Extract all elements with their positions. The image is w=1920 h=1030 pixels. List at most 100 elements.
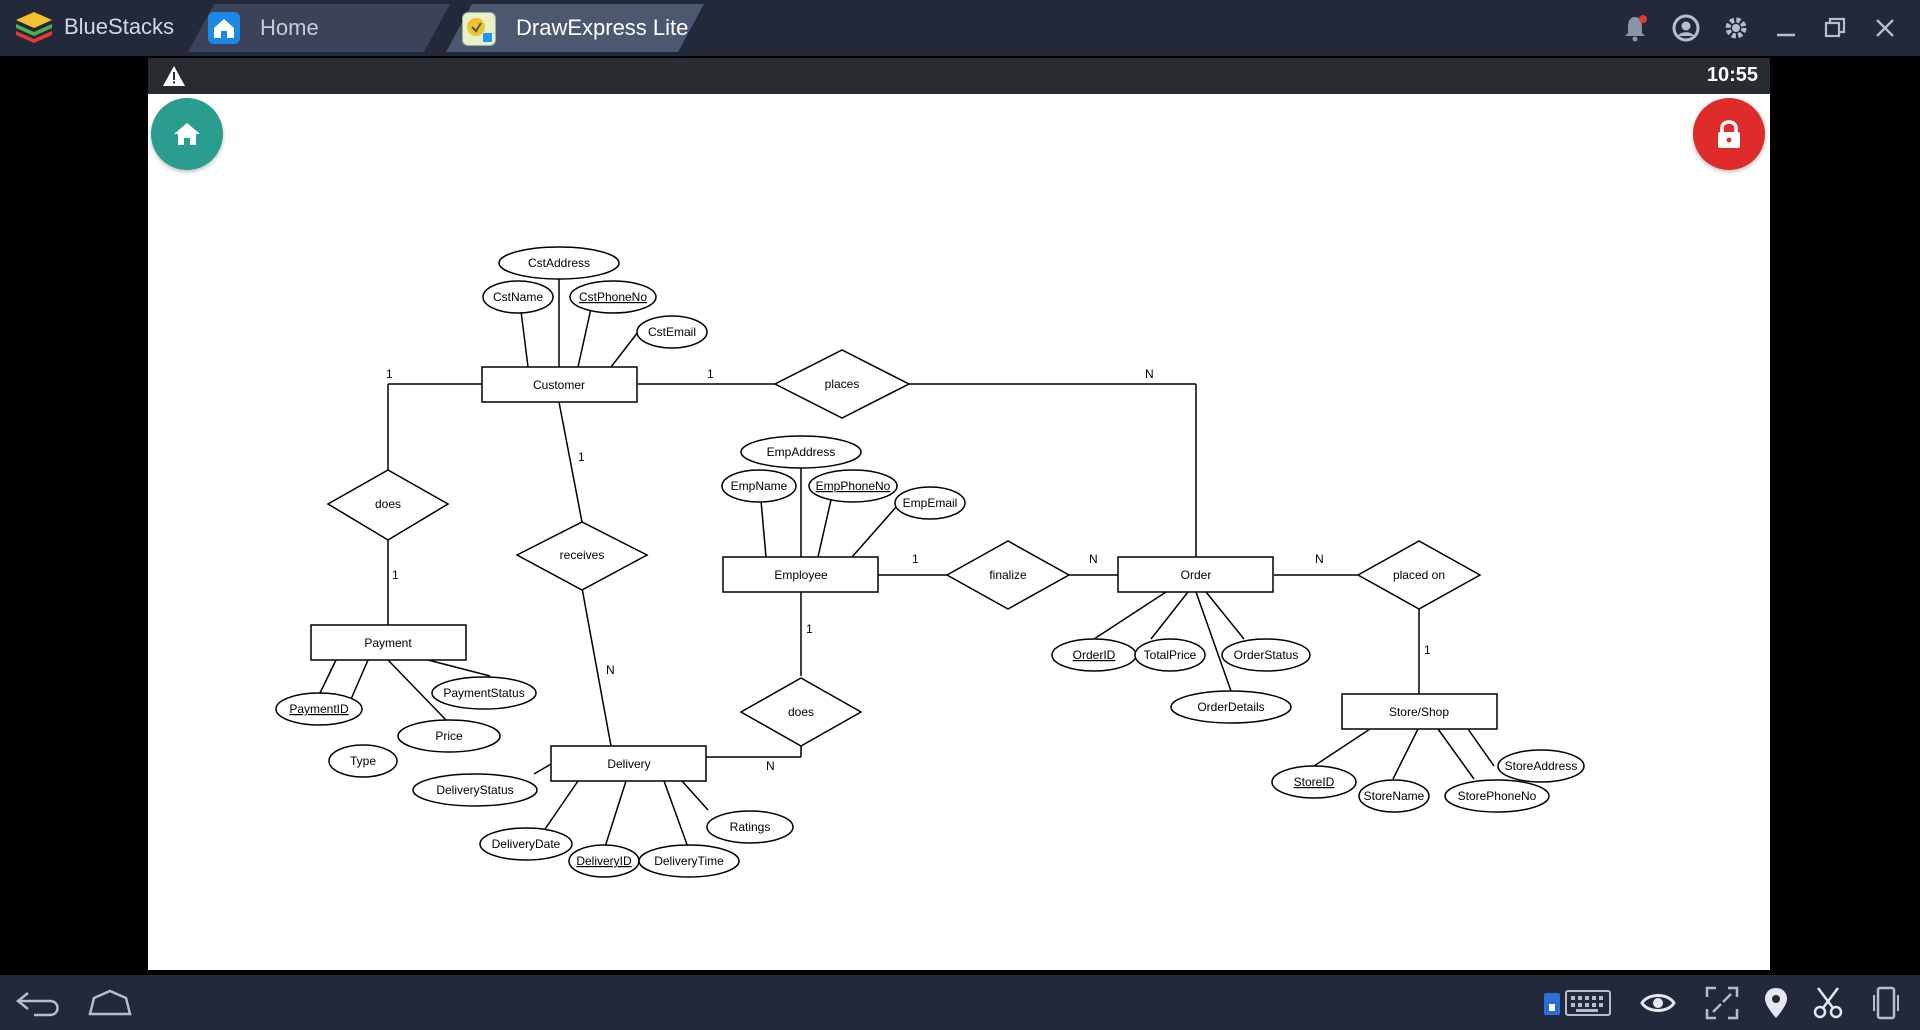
attribute-empemail[interactable]: EmpEmail xyxy=(894,486,966,520)
entity-payment[interactable]: Payment xyxy=(310,624,467,661)
attribute-empname[interactable]: EmpName xyxy=(721,469,797,503)
svg-text:StoreID: StoreID xyxy=(1294,775,1335,789)
entity-employee[interactable]: Employee xyxy=(722,556,879,593)
scissors-icon xyxy=(1813,987,1843,1019)
svg-text:StoreName: StoreName xyxy=(1364,789,1425,803)
phone-rotate-icon xyxy=(1873,986,1899,1020)
entity-customer[interactable]: Customer xyxy=(481,366,638,403)
relationship-does-payment[interactable]: does xyxy=(326,469,450,541)
attribute-paymentid[interactable]: PaymentID xyxy=(275,692,363,726)
entity-order[interactable]: Order xyxy=(1117,556,1274,593)
relationship-places[interactable]: places xyxy=(773,349,911,419)
svg-text:CstName: CstName xyxy=(493,290,543,304)
svg-text:DeliveryDate: DeliveryDate xyxy=(492,837,561,851)
attribute-price[interactable]: Price xyxy=(397,719,501,753)
fullscreen-button[interactable] xyxy=(1700,983,1744,1023)
attribute-cstname[interactable]: CstName xyxy=(482,280,554,314)
cardinality-label: N xyxy=(1315,552,1324,566)
notifications-button[interactable] xyxy=(1617,10,1653,46)
app-brand-name: BlueStacks xyxy=(64,14,175,39)
lock-fab-button[interactable] xyxy=(1693,98,1765,170)
tab-home-label: Home xyxy=(260,15,319,40)
svg-text:Store/Shop: Store/Shop xyxy=(1389,705,1449,719)
entity-store-shop[interactable]: Store/Shop xyxy=(1341,693,1498,730)
android-home-icon xyxy=(88,989,132,1016)
attribute-empphoneno[interactable]: EmpPhoneNo xyxy=(808,469,898,503)
attribute-storeaddress[interactable]: StoreAddress xyxy=(1497,749,1585,783)
close-icon xyxy=(1876,19,1894,37)
svg-text:DeliveryID: DeliveryID xyxy=(576,854,632,868)
attribute-orderid[interactable]: OrderID xyxy=(1051,638,1137,672)
attribute-deliverydate[interactable]: DeliveryDate xyxy=(479,827,573,861)
back-arrow-icon xyxy=(15,992,59,1017)
svg-text:OrderDetails: OrderDetails xyxy=(1197,700,1264,714)
cardinality-label: N xyxy=(766,759,775,773)
keyboard-toggle-button[interactable] xyxy=(1542,983,1614,1023)
attribute-storename[interactable]: StoreName xyxy=(1358,779,1430,813)
home-fab-button[interactable] xyxy=(151,98,223,170)
restore-window-icon xyxy=(1824,17,1846,38)
attribute-paymentstatus[interactable]: PaymentStatus xyxy=(431,676,537,710)
android-home-button[interactable] xyxy=(84,983,136,1023)
home-icon xyxy=(208,12,240,44)
warning-icon xyxy=(163,66,185,86)
attribute-deliveryid[interactable]: DeliveryID xyxy=(568,844,640,878)
attribute-orderstatus[interactable]: OrderStatus xyxy=(1221,638,1311,672)
attribute-type[interactable]: Type xyxy=(328,744,398,778)
tab-drawexpress[interactable]: DrawExpress Lite xyxy=(446,4,704,52)
svg-text:EmpPhoneNo: EmpPhoneNo xyxy=(816,479,891,493)
attribute-totalprice[interactable]: TotalPrice xyxy=(1134,638,1206,672)
lock-icon xyxy=(1718,120,1740,148)
svg-text:OrderStatus: OrderStatus xyxy=(1234,648,1299,662)
svg-text:Order: Order xyxy=(1181,568,1212,582)
svg-text:StorePhoneNo: StorePhoneNo xyxy=(1458,789,1537,803)
svg-text:Type: Type xyxy=(350,754,376,768)
restore-button[interactable] xyxy=(1817,10,1853,46)
close-button[interactable] xyxy=(1867,10,1903,46)
tab-drawexpress-label: DrawExpress Lite xyxy=(516,15,689,40)
cardinality-label: N xyxy=(1145,367,1154,381)
relationship-does-delivery[interactable]: does xyxy=(739,677,863,747)
back-button[interactable] xyxy=(12,983,64,1023)
account-button[interactable] xyxy=(1668,10,1704,46)
svg-text:DeliveryTime: DeliveryTime xyxy=(654,854,724,868)
attribute-deliverystatus[interactable]: DeliveryStatus xyxy=(412,773,538,807)
svg-text:receives: receives xyxy=(560,548,605,562)
tab-home[interactable]: Home xyxy=(188,4,450,52)
svg-text:Price: Price xyxy=(435,729,463,743)
minimize-icon xyxy=(1777,33,1795,37)
attribute-cstemail[interactable]: CstEmail xyxy=(636,315,708,349)
settings-button[interactable] xyxy=(1718,10,1754,46)
attribute-storephoneno[interactable]: StorePhoneNo xyxy=(1444,779,1550,813)
attribute-empaddress[interactable]: EmpAddress xyxy=(740,435,862,469)
attribute-storeid[interactable]: StoreID xyxy=(1271,765,1357,799)
attribute-cstaddress[interactable]: CstAddress xyxy=(498,246,620,280)
relationship-receives[interactable]: receives xyxy=(515,521,649,591)
cardinality-label: 1 xyxy=(912,552,919,566)
user-circle-icon xyxy=(1672,14,1700,42)
svg-text:Ratings: Ratings xyxy=(730,820,771,834)
view-toggle-button[interactable] xyxy=(1636,983,1680,1023)
er-diagram-canvas[interactable]: Customer Employee Order Payment Delivery… xyxy=(148,94,1770,970)
eye-icon xyxy=(1640,994,1676,1012)
entity-delivery[interactable]: Delivery xyxy=(550,745,707,782)
svg-text:PaymentID: PaymentID xyxy=(289,702,349,716)
cardinality-label: N xyxy=(1089,552,1098,566)
drawexpress-app-icon xyxy=(462,12,496,46)
minimize-button[interactable] xyxy=(1768,10,1804,46)
location-button[interactable] xyxy=(1754,983,1798,1023)
rotate-button[interactable] xyxy=(1864,983,1908,1023)
attribute-orderdetails[interactable]: OrderDetails xyxy=(1170,690,1292,724)
relationship-finalize[interactable]: finalize xyxy=(945,540,1071,610)
attribute-ratings[interactable]: Ratings xyxy=(706,810,794,844)
relationship-placed-on[interactable]: placed on xyxy=(1356,540,1482,610)
svg-text:Employee: Employee xyxy=(774,568,828,582)
keyboard-icon xyxy=(1544,990,1611,1016)
bottom-toolbar xyxy=(0,975,1920,1030)
svg-text:does: does xyxy=(788,705,814,719)
screenshot-button[interactable] xyxy=(1806,983,1850,1023)
svg-text:PaymentStatus: PaymentStatus xyxy=(443,686,524,700)
svg-text:EmpEmail: EmpEmail xyxy=(903,496,958,510)
attribute-deliverytime[interactable]: DeliveryTime xyxy=(638,844,740,878)
attribute-cstphoneno[interactable]: CstPhoneNo xyxy=(569,280,657,314)
